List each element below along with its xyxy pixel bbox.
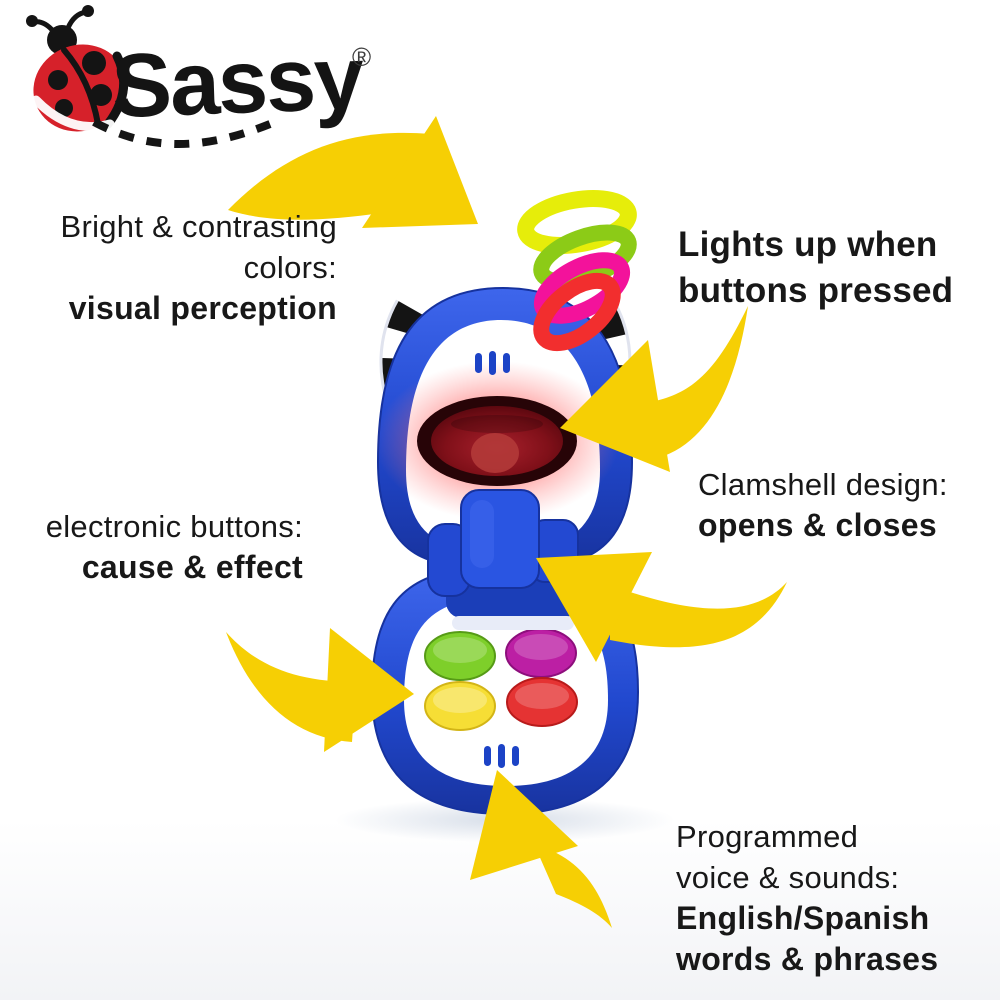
arrow-to-ring: [228, 116, 478, 228]
button-yellow: [424, 681, 496, 731]
note-line: electronic buttons:: [45, 509, 303, 544]
note-emphasis: cause & effect: [81, 549, 303, 585]
arrow-to-buttons: [226, 628, 414, 752]
note-line: Programmed: [676, 819, 859, 854]
button-green: [424, 631, 496, 681]
note-line: voice & sounds:: [676, 860, 900, 895]
note-line: Clamshell design:: [698, 467, 948, 502]
note-voice-sounds: Programmed voice & sounds: English/Spani…: [676, 816, 938, 980]
note-emphasis: opens & closes: [698, 507, 937, 543]
button-red: [506, 677, 578, 727]
sassy-logo: Sassy ®: [26, 5, 371, 148]
ladybug-trail: [92, 118, 272, 148]
note-emphasis: words & phrases: [676, 941, 939, 977]
callout-arrows: [226, 116, 787, 928]
note-line: colors:: [243, 250, 337, 285]
speaker-grill-icon: [475, 351, 510, 375]
note-line: Bright & contrasting: [60, 209, 337, 244]
ring-red: [533, 272, 621, 352]
brand-wordmark: Sassy: [110, 28, 366, 137]
arrow-to-screen: [560, 306, 748, 472]
note-clamshell: Clamshell design: opens & closes: [698, 464, 948, 546]
arrow-to-hinge: [536, 552, 787, 662]
note-emphasis: visual perception: [68, 290, 337, 326]
note-line: Lights up when: [678, 225, 938, 264]
phone-lower-shell: [370, 569, 640, 816]
arrow-to-mic: [470, 770, 612, 928]
note-bright-colors: Bright & contrasting colors: visual perc…: [37, 206, 337, 329]
note-emphasis: English/Spanish: [676, 900, 930, 936]
note-electronic-buttons: electronic buttons: cause & effect: [3, 506, 303, 588]
button-magenta: [505, 628, 577, 678]
mic-grill-icon: [484, 744, 519, 768]
registered-mark: ®: [352, 42, 371, 72]
phone-upper-shell: [375, 286, 634, 565]
hanging-rings: [517, 190, 637, 352]
light-up-screen: [417, 396, 577, 486]
note-line: buttons pressed: [678, 271, 954, 310]
note-lights-up: Lights up when buttons pressed: [678, 222, 953, 314]
